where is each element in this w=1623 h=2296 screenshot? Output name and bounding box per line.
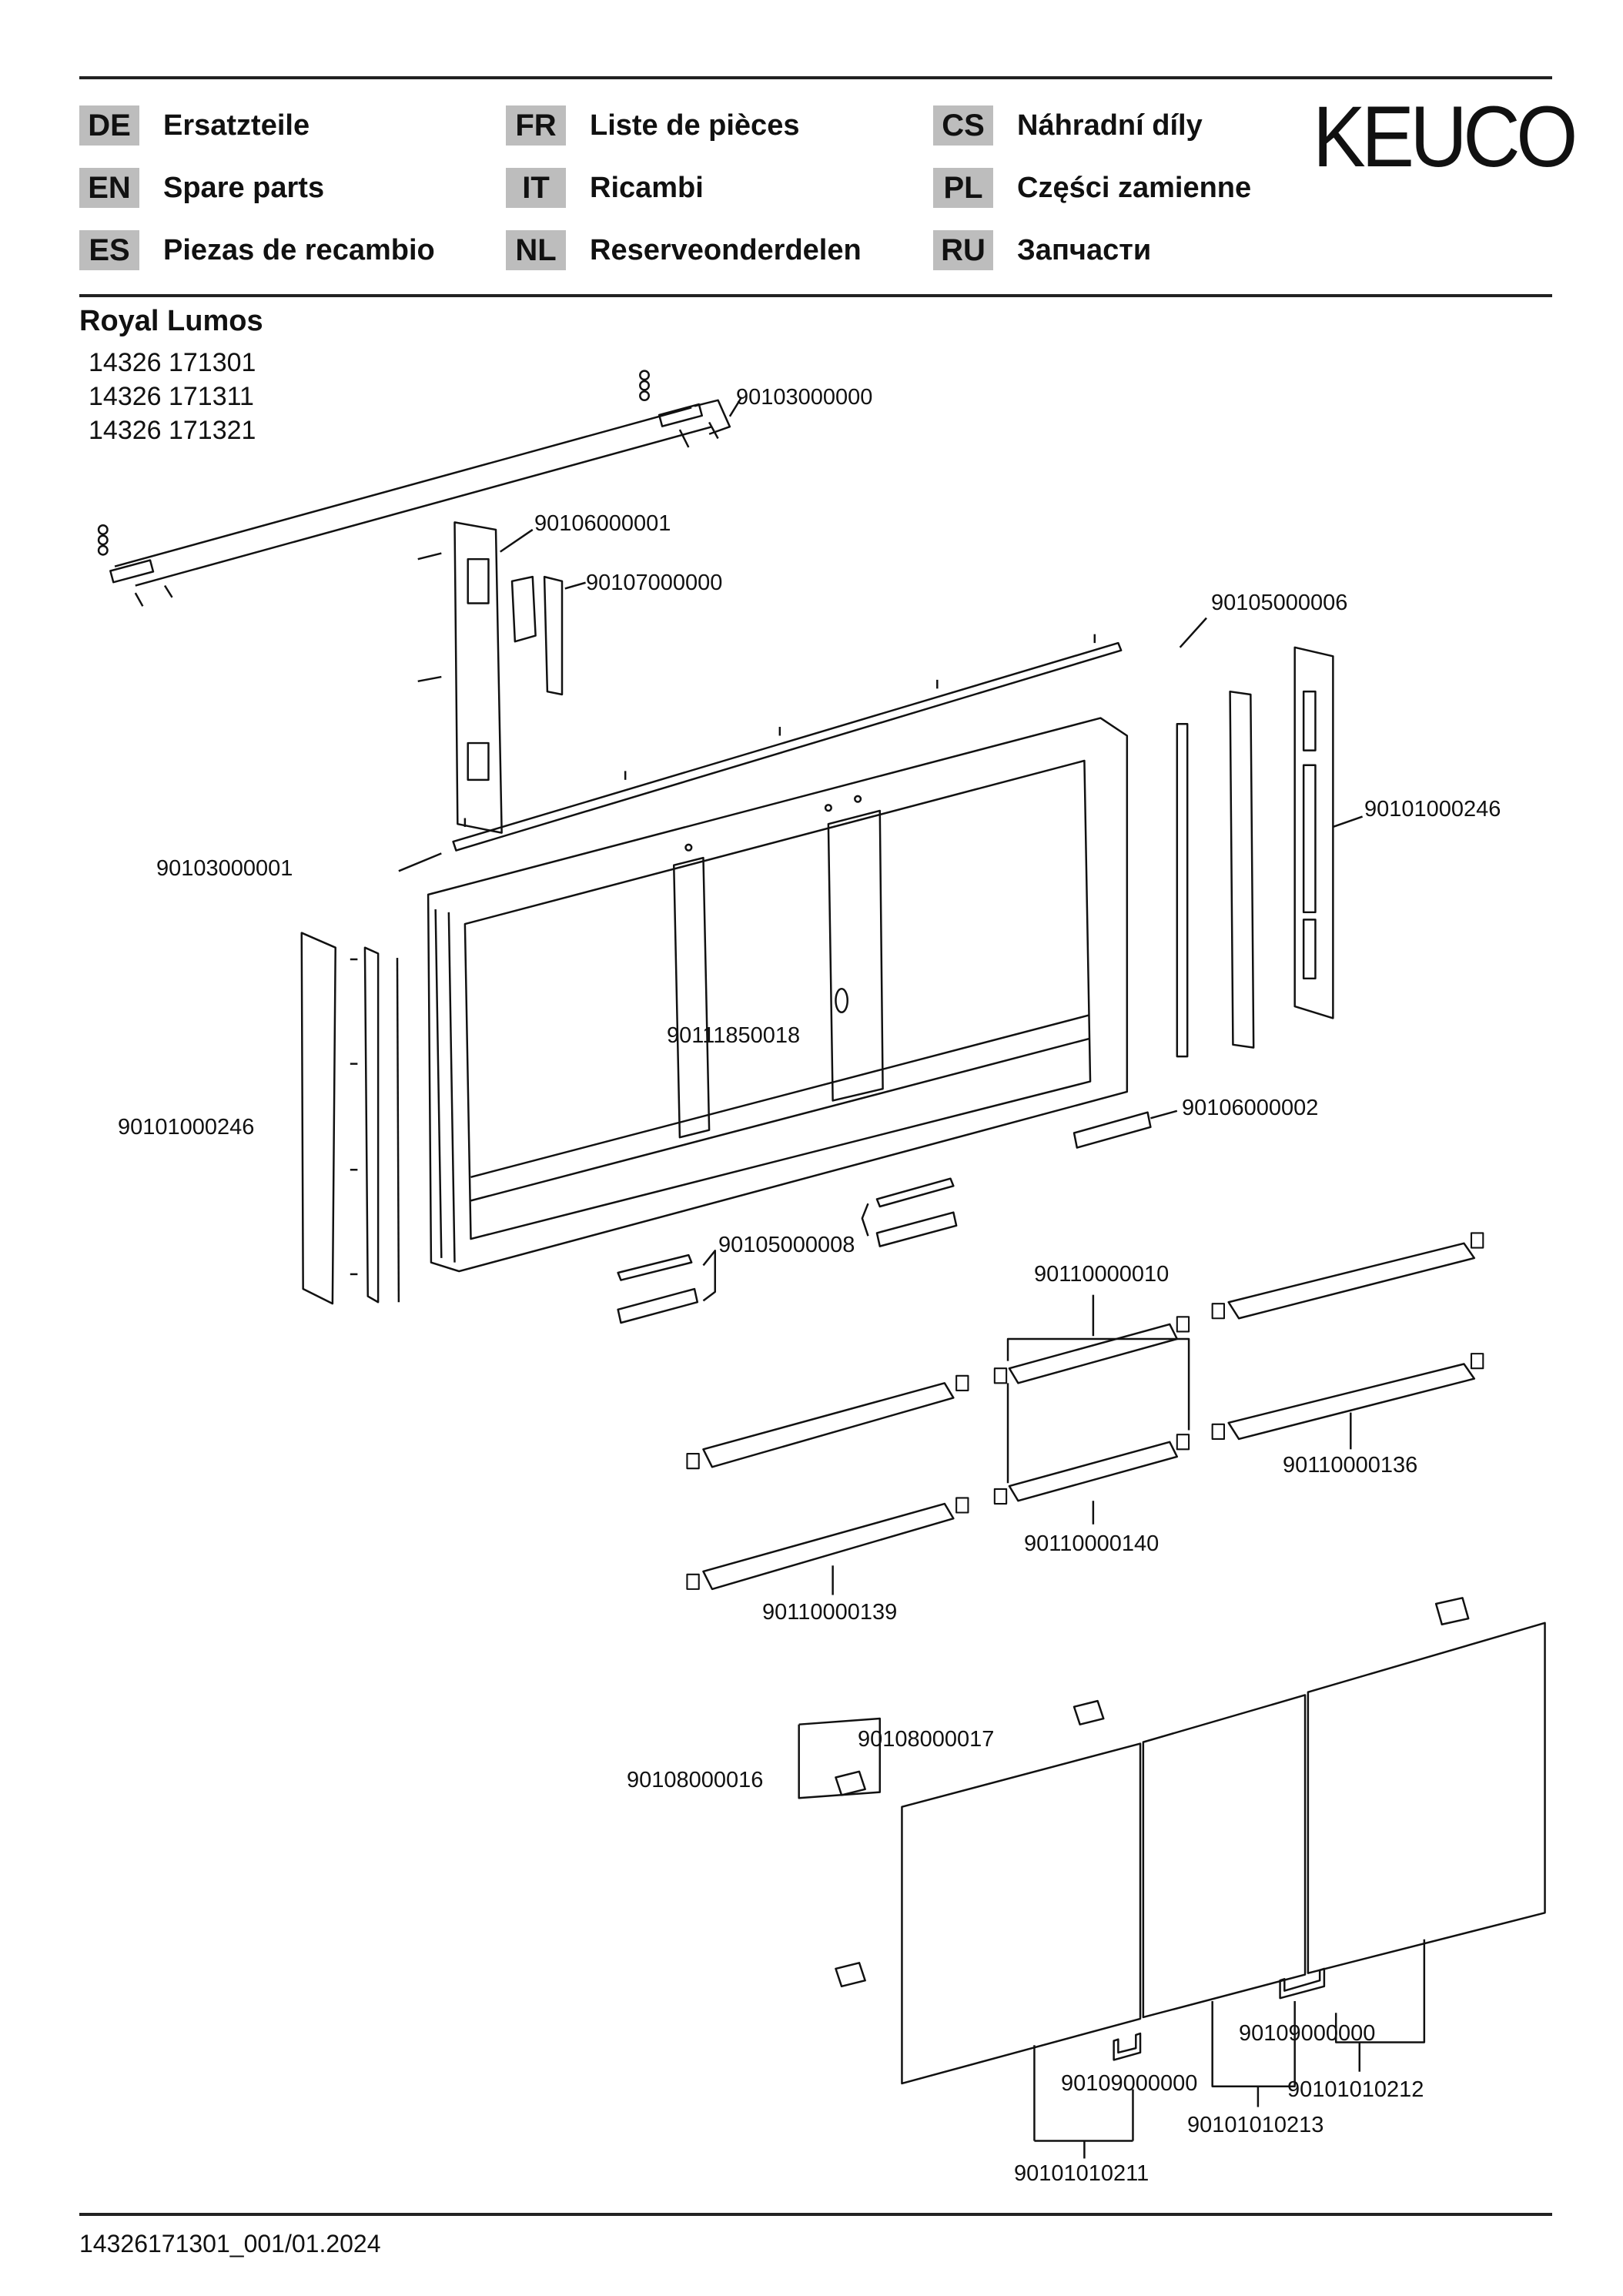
document-id: 14326171301_001/01.2024 <box>79 2230 381 2258</box>
left-side-panels <box>300 852 442 1305</box>
model-number: 14326 171301 <box>89 348 256 377</box>
part-number: 90101010211 <box>1014 2161 1149 2186</box>
part-number: 90108000016 <box>627 1768 764 1792</box>
lang-code: CS <box>933 105 993 146</box>
led-bar <box>1073 1110 1178 1149</box>
part-number: 90110000136 <box>1283 1453 1418 1478</box>
lang-code: PL <box>933 168 993 208</box>
header-rule <box>79 294 1552 297</box>
right-side-panels <box>1176 617 1363 1058</box>
cabinet-body <box>427 717 1129 1273</box>
top-cover <box>452 634 1123 852</box>
part-number: 90101000246 <box>1364 797 1501 822</box>
lang-label: Części zamienne <box>1017 172 1252 204</box>
part-number: 90108000017 <box>858 1727 995 1752</box>
part-number: 90105000006 <box>1211 591 1348 615</box>
top-rule <box>79 76 1552 79</box>
part-number: 90103000001 <box>156 856 293 881</box>
footer-rule <box>79 2213 1552 2216</box>
product-name: Royal Lumos <box>79 305 263 337</box>
part-number: 90109000000 <box>1239 2021 1376 2046</box>
lang-code: FR <box>506 105 566 146</box>
keuco-logo: KEUCO <box>1313 89 1578 185</box>
lang-code: EN <box>79 168 139 208</box>
mirror-doors <box>798 1597 1546 2159</box>
part-number: 90101010212 <box>1287 2077 1424 2102</box>
lang-code: RU <box>933 230 993 270</box>
part-number: 90105000008 <box>718 1233 855 1257</box>
lang-code: DE <box>79 105 139 146</box>
part-number: 90106000001 <box>534 511 671 536</box>
lang-label: Reserveonderdelen <box>590 234 862 266</box>
electrical-panel <box>417 521 586 834</box>
part-number: 90110000139 <box>762 1600 898 1625</box>
lang-label: Piezas de recambio <box>163 234 435 266</box>
lang-label: Запчасти <box>1017 234 1152 266</box>
part-number: 90107000000 <box>586 571 723 595</box>
lang-label: Ricambi <box>590 172 704 204</box>
part-number: 90110000010 <box>1034 1262 1170 1287</box>
lang-code: ES <box>79 230 139 270</box>
glide-rails <box>617 1177 958 1324</box>
top-rail <box>97 370 743 607</box>
part-number: 90101010213 <box>1187 2113 1324 2137</box>
part-number: 90106000002 <box>1182 1096 1319 1120</box>
lang-code: IT <box>506 168 566 208</box>
part-number: 90103000000 <box>736 385 873 410</box>
lang-label: Spare parts <box>163 172 325 204</box>
lang-label: Ersatzteile <box>163 109 310 142</box>
part-number: 90111850018 <box>667 1023 801 1048</box>
model-number: 14326 171321 <box>89 416 256 445</box>
model-number: 14326 171311 <box>89 382 254 411</box>
part-number: 90109000000 <box>1061 2071 1198 2096</box>
lang-label: Náhradní díly <box>1017 109 1203 142</box>
lang-code: NL <box>506 230 566 270</box>
part-number: 90110000140 <box>1024 1531 1160 1556</box>
glass-shelves <box>686 1232 1484 1595</box>
part-number: 90101000246 <box>118 1115 255 1140</box>
lang-label: Liste de pièces <box>590 109 800 142</box>
